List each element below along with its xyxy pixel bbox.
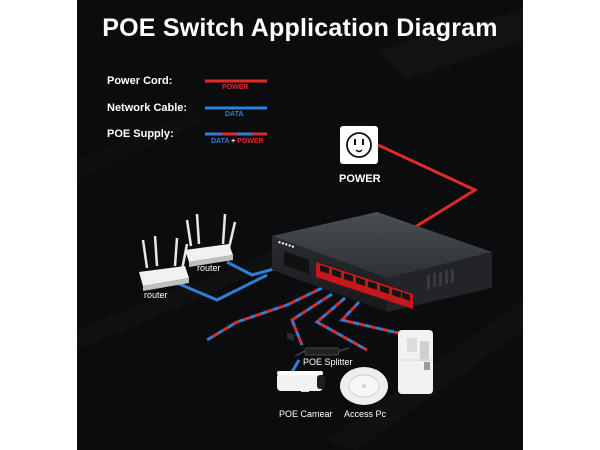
power-outlet-label: POWER <box>339 173 381 185</box>
poe-switch-icon: ■ ■ ■ ■ ■ <box>272 212 492 341</box>
legend-network-cable-label: Network Cable: <box>107 102 188 114</box>
poe-supply-cables <box>206 286 408 352</box>
svg-text:■ ■ ■ ■ ■: ■ ■ ■ ■ ■ <box>278 239 296 249</box>
router-a-label: router <box>144 290 168 300</box>
network-cable-router-a <box>176 273 268 302</box>
legend-poe-supply-label: POE Supply: <box>107 128 174 140</box>
poe-splitter-label: POE Splitter <box>303 357 353 367</box>
legend-lines <box>205 79 267 136</box>
power-cord <box>377 143 479 234</box>
legend-power-cord-label: Power Cord: <box>107 75 173 87</box>
ceiling-access-point-icon <box>340 367 388 405</box>
poe-splitter-icon <box>294 347 350 357</box>
wireless-bridge-icon <box>398 330 433 394</box>
legend-poe-tag: DATA + POWER <box>211 138 264 145</box>
access-pc-label: Access Pc <box>344 409 387 419</box>
diagram-poster: ■ ■ ■ ■ ■ <box>77 0 523 450</box>
legend-power-tag: POWER <box>222 84 249 91</box>
wifi-router-icon <box>185 213 237 267</box>
page-title: POE Switch Application Diagram <box>102 14 498 42</box>
legend-data-tag: DATA <box>225 111 244 118</box>
router-b-label: router <box>197 263 221 273</box>
power-outlet-icon <box>340 126 378 164</box>
wifi-router-icon <box>139 235 189 291</box>
poe-camera-label: POE Camear <box>279 409 333 419</box>
bullet-camera-icon <box>277 371 325 392</box>
diagram-canvas: ■ ■ ■ ■ ■ <box>77 10 523 450</box>
